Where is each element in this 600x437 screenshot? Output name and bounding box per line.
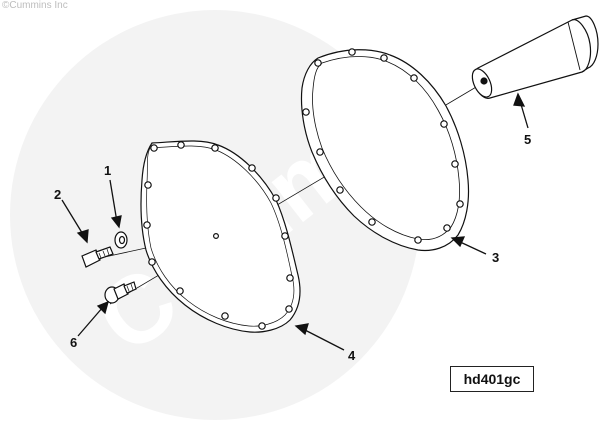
bolt-hole: [177, 141, 185, 149]
bolt-hole: [258, 322, 266, 330]
center-hole: [213, 233, 220, 240]
bolt-hole: [148, 258, 156, 266]
gasket-hole: [368, 218, 376, 226]
bolt-hole: [211, 144, 219, 152]
bolt-hole: [285, 305, 293, 313]
gasket-hole: [410, 74, 418, 82]
cover-plate: [140, 140, 301, 333]
gasket-hole: [302, 108, 310, 116]
gasket-hole: [316, 148, 324, 156]
bolt-hole: [286, 274, 294, 282]
callout-5: 5: [524, 132, 531, 147]
callout-2: 2: [54, 187, 61, 202]
callout-4: 4: [348, 348, 356, 363]
cylindrical-insert: [471, 15, 599, 99]
figure-id-label: hd401gc: [463, 371, 521, 387]
gasket: [300, 48, 470, 252]
callout-1: 1: [104, 163, 111, 178]
bolt-hole: [150, 144, 158, 152]
gasket-hole: [443, 224, 451, 232]
bolt-hole: [281, 232, 289, 240]
bolt-hole: [248, 164, 256, 172]
bolt-hole: [143, 221, 151, 229]
gasket-hole: [451, 160, 459, 168]
bolt-hole: [176, 287, 184, 295]
copyright-text: ©Cummins Inc: [2, 0, 68, 11]
leader-arrows: [61, 92, 529, 351]
capscrew: [81, 246, 114, 268]
gasket-hole: [314, 59, 322, 67]
bolt-hole: [272, 194, 280, 202]
washer: [114, 231, 128, 249]
gasket-hole: [336, 186, 344, 194]
gasket-hole: [348, 48, 356, 56]
gasket-hole: [380, 54, 388, 62]
gasket-hole: [456, 200, 464, 208]
bolt-hole: [144, 181, 152, 189]
gasket-hole: [414, 236, 422, 244]
callout-6: 6: [70, 335, 77, 350]
plug: [104, 281, 137, 304]
gasket-hole: [440, 120, 448, 128]
callout-3: 3: [492, 250, 499, 265]
figure-id-box: hd401gc: [450, 366, 534, 392]
bolt-hole: [221, 312, 229, 320]
